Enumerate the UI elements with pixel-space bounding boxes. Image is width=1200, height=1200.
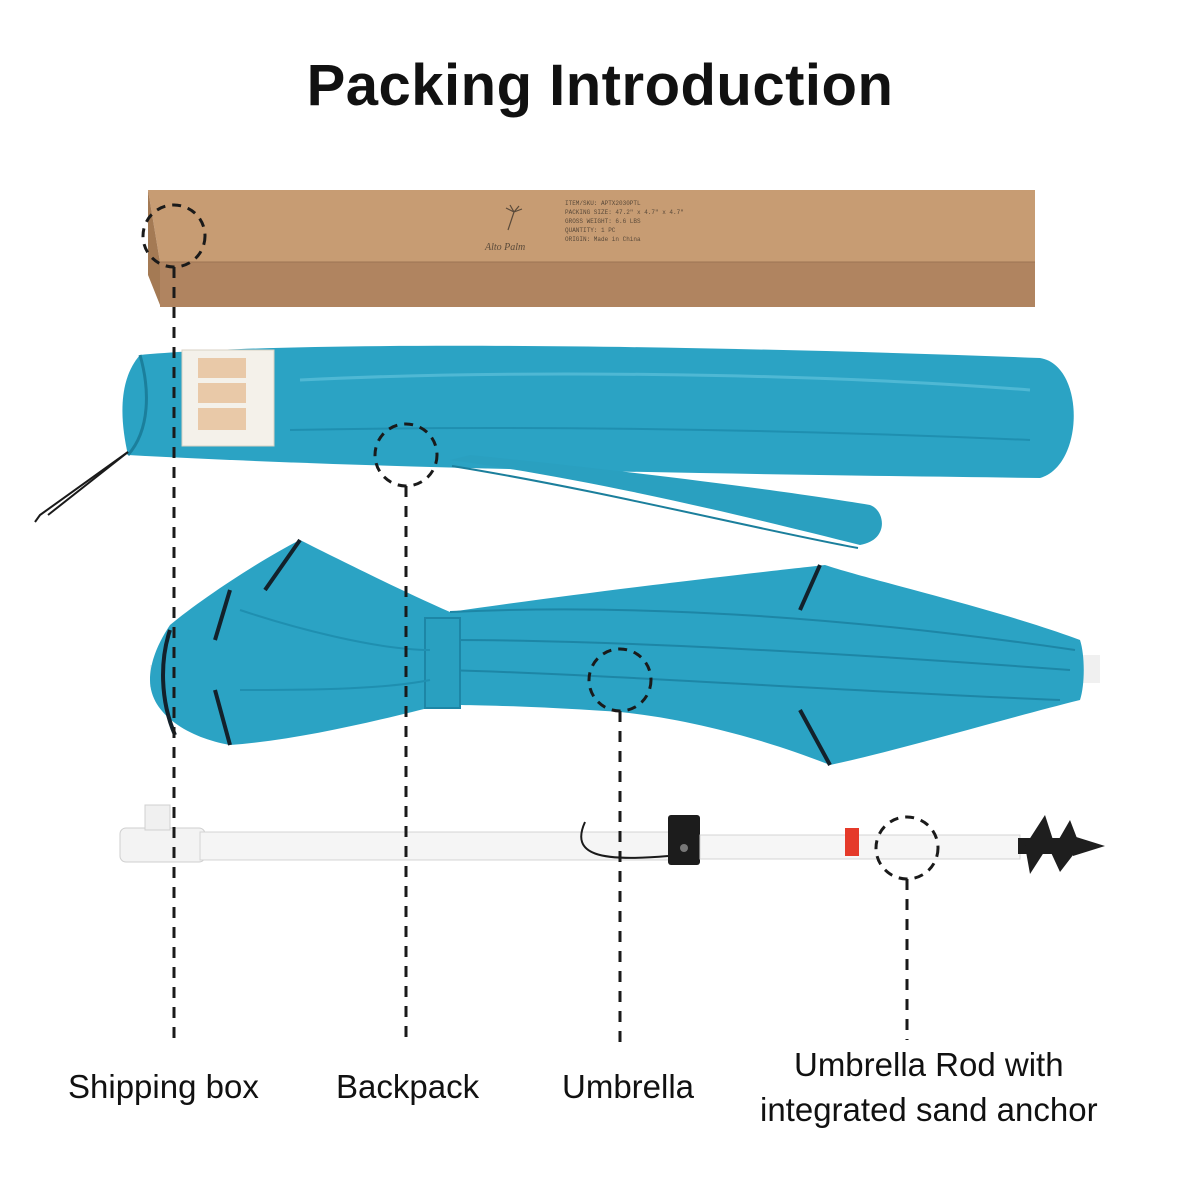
box-print-line: GROSS WEIGHT: 6.6 LBS <box>565 218 641 225</box>
label-umbrella-rod: Umbrella Rod with integrated sand anchor <box>760 1043 1098 1132</box>
label-umbrella: Umbrella <box>562 1068 695 1105</box>
box-print-line: QUANTITY: 1 PC <box>565 227 616 234</box>
box-brand: Alto Palm <box>484 242 525 253</box>
umbrella-rod <box>119 804 1105 874</box>
box-print-line: ORIGIN: Made in China <box>565 236 641 243</box>
page-title: Packing Introduction <box>306 53 894 118</box>
label-shipping-box: Shipping box <box>68 1068 259 1105</box>
box-print-line: ITEM/SKU: APTX2030PTL <box>565 200 641 207</box>
shipping-box: Alto Palm ITEM/SKU: APTX2030PTL PACKING S… <box>148 190 1035 307</box>
label-rod-line1: Umbrella Rod with <box>793 1046 1064 1083</box>
folded-umbrella <box>150 538 1100 766</box>
backpack-bag <box>34 345 1074 549</box>
box-brand-logo: Alto Palm <box>484 204 525 253</box>
label-rod-line2: integrated sand anchor <box>760 1090 1098 1128</box>
label-backpack: Backpack <box>336 1068 480 1105</box>
box-print-lines: ITEM/SKU: APTX2030PTL PACKING SIZE: 47.2"… <box>565 200 684 243</box>
box-print-line: PACKING SIZE: 47.2" x 4.7" x 4.7" <box>565 209 684 216</box>
